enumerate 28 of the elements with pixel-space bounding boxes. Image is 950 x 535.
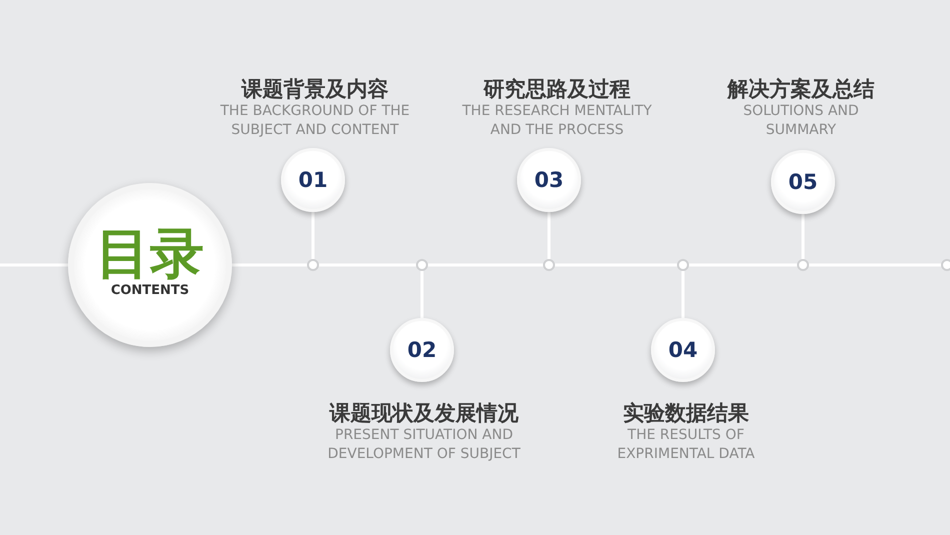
number-circle [771, 150, 835, 214]
timeline-dot [307, 259, 319, 271]
number-label: 05 [788, 170, 818, 194]
english-subtitle: THE RESEARCH MENTALITY AND THE PROCESS [461, 102, 653, 140]
section-heading: 研究思路及过程 [484, 76, 630, 102]
title-text: 目录 [96, 226, 204, 280]
section-heading: 实验数据结果 [623, 400, 749, 426]
number-label: 04 [668, 338, 698, 362]
timeline-dot [416, 259, 428, 271]
english-subtitle: THE RESULTS OF EXPRIMENTAL DATA [616, 426, 756, 464]
english-subtitle: SOLUTIONS AND SUMMARY [742, 102, 860, 140]
section-heading: 解决方案及总结 [728, 76, 874, 102]
timeline-dot [797, 259, 809, 271]
number-circle [517, 148, 581, 212]
section-heading: 课题背景及内容 [242, 76, 388, 102]
number-label: 03 [534, 168, 564, 192]
number-circle [390, 318, 454, 382]
number-label: 01 [298, 168, 328, 192]
number-circle [281, 148, 345, 212]
subtitle-text: CONTENTS [110, 282, 190, 298]
number-label: 02 [407, 338, 437, 362]
section-heading: 课题现状及发展情况 [330, 400, 518, 426]
timeline-dot [677, 259, 689, 271]
english-subtitle: PRESENT SITUATION AND DEVELOPMENT OF SUBJECT [326, 426, 522, 464]
number-circle [651, 318, 715, 382]
timeline-dot [543, 259, 555, 271]
english-subtitle: THE BACKGROUND OF THE SUBJECT AND CONTENT [219, 102, 411, 140]
timeline-dot [941, 259, 950, 271]
